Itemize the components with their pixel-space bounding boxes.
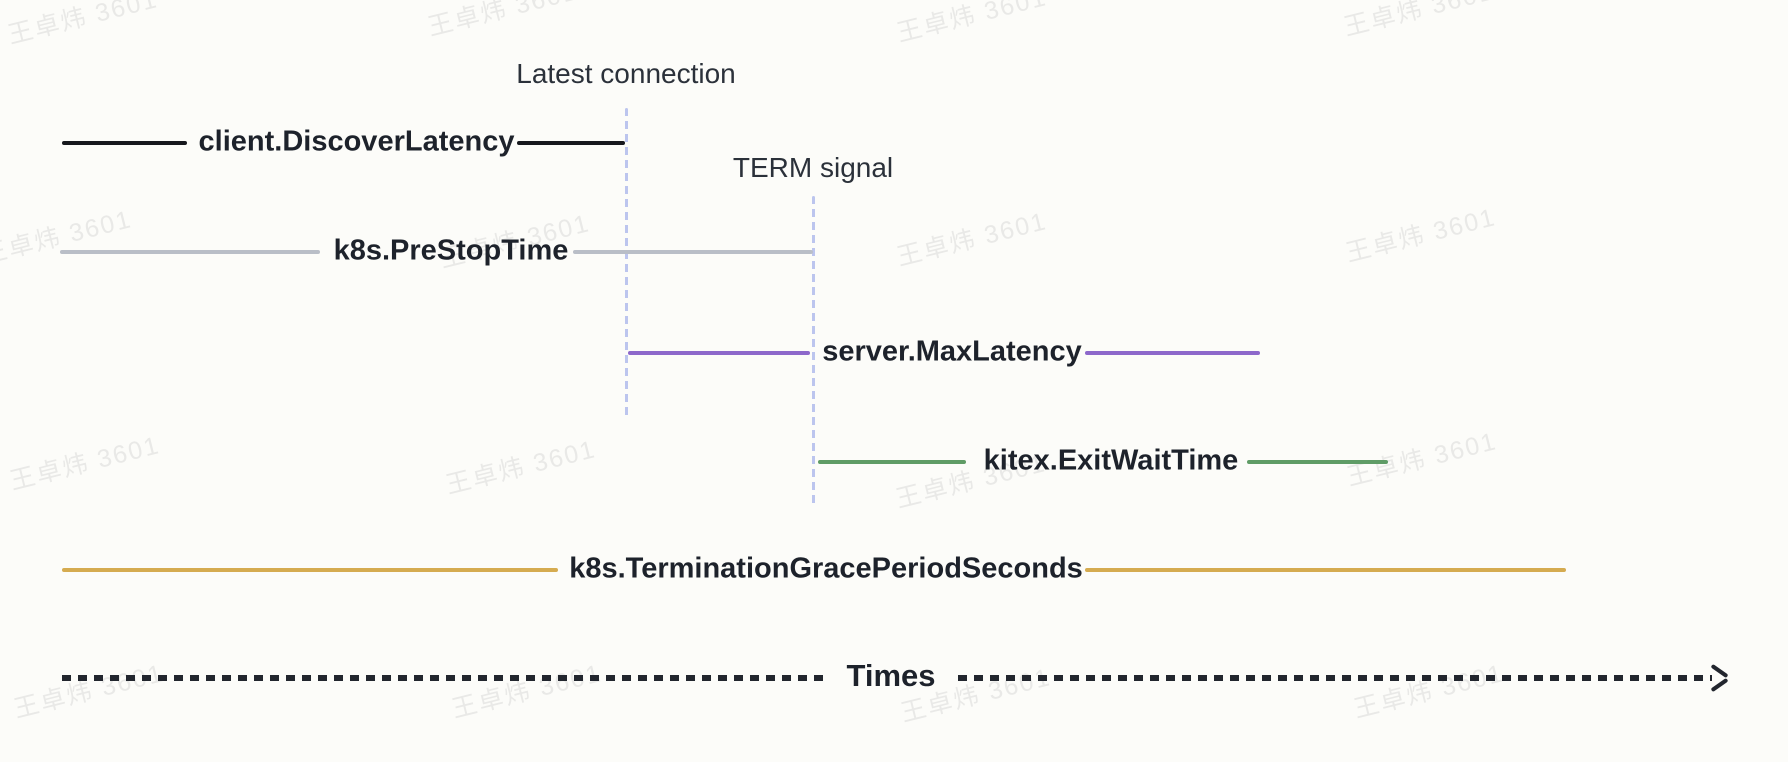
- watermark-text: 王卓炜 3601: [1344, 427, 1500, 492]
- marker-line-term-signal: [811, 196, 815, 507]
- watermark-text: 王卓炜 3601: [5, 0, 161, 50]
- span-label-kitex-exit-wait-time: kitex.ExitWaitTime: [983, 444, 1239, 477]
- span-label-client-discover-latency: client.DiscoverLatency: [198, 125, 515, 158]
- span-line-left-kitex-exit-wait-time: [818, 460, 966, 464]
- span-line-left-server-max-latency: [628, 351, 810, 355]
- watermark-text: 王卓炜 3601: [894, 0, 1050, 48]
- span-line-left-client-discover-latency: [62, 141, 187, 145]
- span-line-right-kitex-exit-wait-time: [1247, 460, 1388, 464]
- marker-label-latest-connection: Latest connection: [516, 58, 736, 89]
- watermark-text: 王卓炜 3601: [894, 207, 1050, 272]
- marker-line-latest-connection: [624, 108, 628, 420]
- marker-label-term-signal: TERM signal: [732, 152, 894, 183]
- span-label-k8s-pre-stop-time: k8s.PreStopTime: [333, 234, 569, 267]
- axis-arrowhead-icon: [1710, 662, 1730, 694]
- span-line-right-client-discover-latency: [517, 141, 625, 145]
- span-label-k8s-termination-grace-period-seconds: k8s.TerminationGracePeriodSeconds: [569, 552, 1083, 585]
- watermark-text: 王卓炜 3601: [1343, 203, 1499, 268]
- span-line-right-k8s-termination-grace-period-seconds: [1085, 568, 1566, 572]
- arrowhead-bar-down: [1710, 677, 1729, 693]
- span-line-left-k8s-pre-stop-time: [60, 250, 320, 254]
- span-label-server-max-latency: server.MaxLatency: [822, 335, 1082, 368]
- watermark-text: 王卓炜 3601: [1351, 659, 1507, 724]
- watermark-text: 王卓炜 3601: [0, 205, 135, 270]
- span-line-right-k8s-pre-stop-time: [573, 250, 813, 254]
- time-axis-line-left: [62, 675, 828, 681]
- watermark-text: 王卓炜 3601: [425, 0, 581, 42]
- arrowhead-bar-up: [1710, 663, 1729, 679]
- watermark-text: 王卓炜 3601: [449, 659, 605, 724]
- time-axis-label: Times: [846, 658, 936, 694]
- span-line-right-server-max-latency: [1085, 351, 1260, 355]
- watermark-text: 王卓炜 3601: [443, 435, 599, 500]
- time-axis-line-right: [958, 675, 1712, 681]
- watermark-text: 王卓炜 3601: [7, 431, 163, 496]
- span-line-left-k8s-termination-grace-period-seconds: [62, 568, 558, 572]
- watermark-text: 王卓炜 3601: [1341, 0, 1497, 42]
- watermark-text: 王卓炜 3601: [11, 659, 167, 724]
